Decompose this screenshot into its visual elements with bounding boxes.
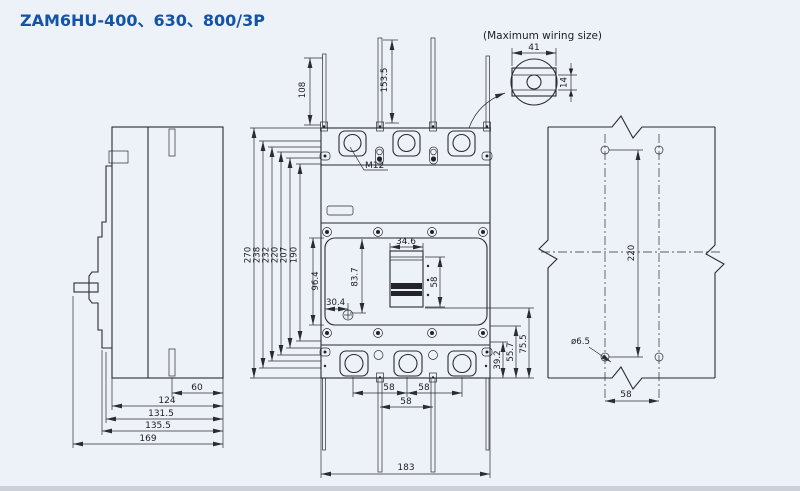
thread-callout: M12 [349,146,388,171]
dim-30-4: 30.4 [325,298,349,312]
bottom-dim-group: 58 58 58 183 [320,377,491,478]
svg-text:232: 232 [262,247,272,263]
dim-220: 220 [609,149,643,358]
svg-text:41: 41 [528,43,539,53]
svg-text:14: 14 [560,77,570,88]
svg-text:183: 183 [397,463,414,473]
svg-text:30.4: 30.4 [326,298,345,308]
interpole-barriers-bottom [322,372,490,473]
svg-text:34.6: 34.6 [396,237,416,247]
wiring-leader-arrow [468,92,506,129]
svg-text:75.5: 75.5 [519,334,529,353]
page-title: ZAM6HU-400、630、800/3P [20,11,265,30]
wiring-detail-circle [510,58,558,106]
dim-96-4: 96.4 [309,237,324,326]
svg-text:58: 58 [383,383,395,393]
dim-depth-135-5: 135.5 [102,421,223,434]
svg-text:124: 124 [158,396,175,406]
svg-text:83.7: 83.7 [351,267,361,286]
interpole-barriers-top [320,37,491,132]
cover-screws [322,227,488,338]
toggle-lever [73,282,99,293]
dim-58-handle: 58 [425,256,445,308]
mount-view: 220 ø6.5 58 [538,115,725,404]
wiring-detail-label: (Maximum wiring size) [483,30,602,42]
svg-text:58: 58 [400,397,412,407]
svg-text:131.5: 131.5 [148,409,174,419]
dim-depth-131-5: 131.5 [106,409,223,422]
dim-depth-124: 124 [112,396,223,409]
dim-41: 41 [511,43,557,66]
svg-text:220: 220 [627,245,637,261]
svg-text:60: 60 [191,383,203,393]
svg-text:ø6.5: ø6.5 [571,337,590,347]
right-dim-stack: 39.2 55.7 75.5 [425,307,534,379]
handle-grip [391,283,422,289]
svg-text:207: 207 [280,247,290,263]
dim-58-mount: 58 [605,390,659,404]
svg-text:39.2: 39.2 [493,350,503,369]
dim-153-5: 153.5 [380,39,399,124]
svg-text:55.7: 55.7 [506,342,516,361]
dim-depth-60: 60 [172,383,223,396]
height-dim-stack: 270 238 232 220 207 190 [244,127,321,379]
svg-text:58: 58 [430,277,440,288]
svg-text:270: 270 [244,247,254,263]
terminal-screws [319,146,493,165]
cover-center-screw [342,309,354,321]
dim-depth-169: 169 [73,434,223,447]
dim-108: 108 [298,57,323,126]
breaker-body-outline [320,127,491,379]
svg-text:58: 58 [418,383,430,393]
svg-text:169: 169 [139,434,156,444]
thread-label: M12 [365,161,384,171]
svg-text:238: 238 [253,247,263,263]
svg-text:58: 58 [620,390,632,400]
svg-text:220: 220 [271,247,281,263]
dim-83-7: 83.7 [350,239,366,314]
side-view: 60 124 131.5 135.5 169 [72,126,224,448]
svg-text:153.5: 153.5 [380,68,390,93]
cover-plate [322,227,488,338]
top-terminal-cutouts [338,130,476,157]
svg-text:135.5: 135.5 [145,421,171,431]
nameplate-window [326,205,354,216]
svg-text:96.4: 96.4 [311,271,321,290]
svg-text:108: 108 [298,82,308,98]
front-view: M12 [244,37,534,478]
dim-14: 14 [558,63,577,102]
hole-diameter-callout: ø6.5 [571,337,612,363]
dim-34-6: 34.6 [389,237,424,251]
bottom-terminal-pads [319,347,493,377]
wiring-detail: (Maximum wiring size) 41 14 [468,30,602,129]
handle-window [389,250,430,308]
bottom-edge [0,486,800,491]
svg-text:190: 190 [290,247,300,263]
